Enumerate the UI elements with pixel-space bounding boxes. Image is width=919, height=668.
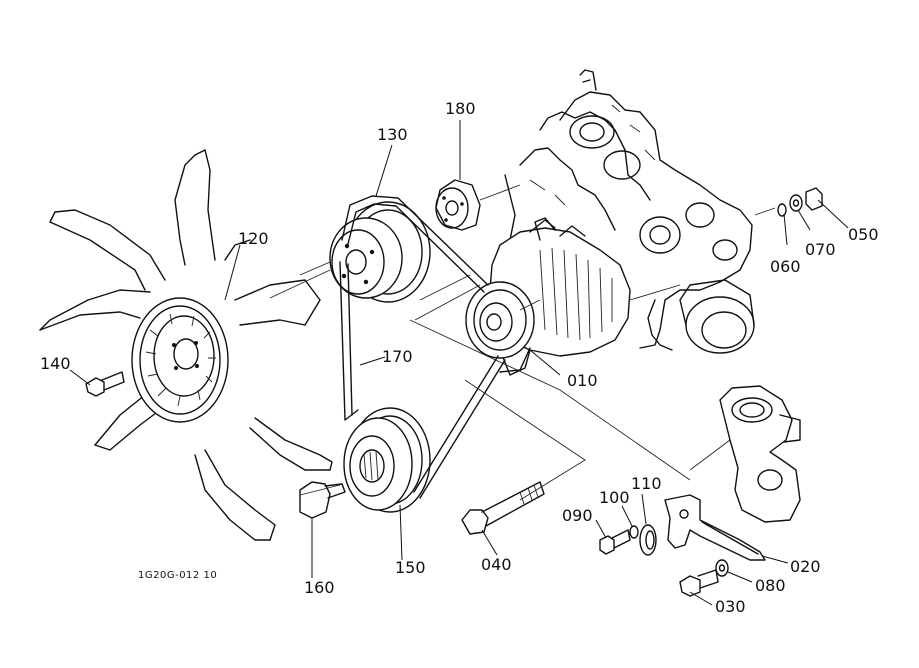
fan-drive-pulley: [329, 201, 431, 303]
callout-030: 030: [715, 597, 746, 616]
callout-100: 100: [599, 488, 630, 507]
callout-130: 130: [377, 125, 408, 144]
callout-050: 050: [848, 225, 879, 244]
callout-060: 060: [770, 257, 801, 276]
callout-labels: 180 130 120 140 170 010 150 160 040 090 …: [40, 99, 879, 616]
callout-020: 020: [790, 557, 821, 576]
callout-080: 080: [755, 576, 786, 595]
callout-140: 140: [40, 354, 71, 373]
v-belt: [339, 195, 531, 499]
callout-110: 110: [631, 474, 662, 493]
callout-090: 090: [562, 506, 593, 525]
pulley-bolt: [299, 481, 346, 519]
leader-lines: [69, 120, 849, 606]
alternator-bracket: [664, 494, 766, 561]
thermostat-housing: [719, 385, 801, 523]
callout-170: 170: [382, 347, 413, 366]
callout-070: 070: [805, 240, 836, 259]
callout-010: 010: [567, 371, 598, 390]
callout-180: 180: [445, 99, 476, 118]
adjust-bolt-set: [679, 559, 729, 597]
crankshaft-pulley: [343, 407, 431, 513]
assembly-lines: [269, 184, 776, 501]
alternator: [465, 217, 631, 376]
bracket-bolt-set: [599, 524, 657, 556]
callout-120: 120: [238, 229, 269, 248]
fan-bolt: [85, 371, 125, 397]
idler-pulley: [435, 179, 481, 231]
cooling-fan: [39, 149, 333, 541]
long-bolt: [461, 481, 545, 535]
callout-160: 160: [304, 578, 335, 597]
pump-nut-set: [777, 187, 823, 217]
callout-040: 040: [481, 555, 512, 574]
callout-150: 150: [395, 558, 426, 577]
engine-front-housing: [504, 69, 755, 354]
drawing-code: 1G20G-012 10: [138, 570, 217, 581]
